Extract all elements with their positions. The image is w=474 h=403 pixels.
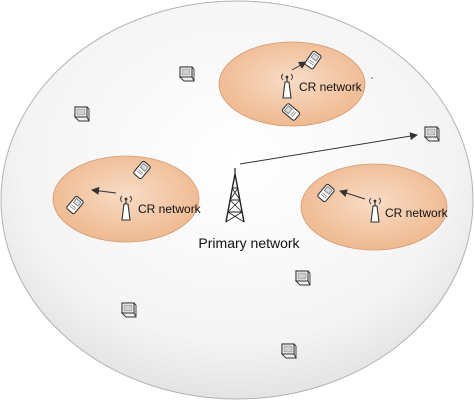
computer-terminal-icon [74,106,90,122]
computer-terminal-icon [424,126,440,142]
computer-terminal-icon [179,66,195,82]
cr-network-label-left: CR network [138,202,202,216]
cr-network-label-right: CR network [385,206,449,220]
cr-right-arrow [339,189,366,200]
cr-network-area-top [218,41,366,127]
computer-terminal-icon [295,270,311,286]
cr-left-arrow [91,186,117,195]
computer-terminal-icon [281,343,297,359]
dot-mark [371,77,373,79]
cr-network-label-top: CR network [299,80,363,94]
primary-network-label: Primary network [198,235,300,251]
cr-top-arrow [291,61,307,71]
tower-to-terminal-arrow [239,132,418,165]
computer-terminal-icon [121,302,137,318]
base-station-tower-icon [225,168,245,223]
